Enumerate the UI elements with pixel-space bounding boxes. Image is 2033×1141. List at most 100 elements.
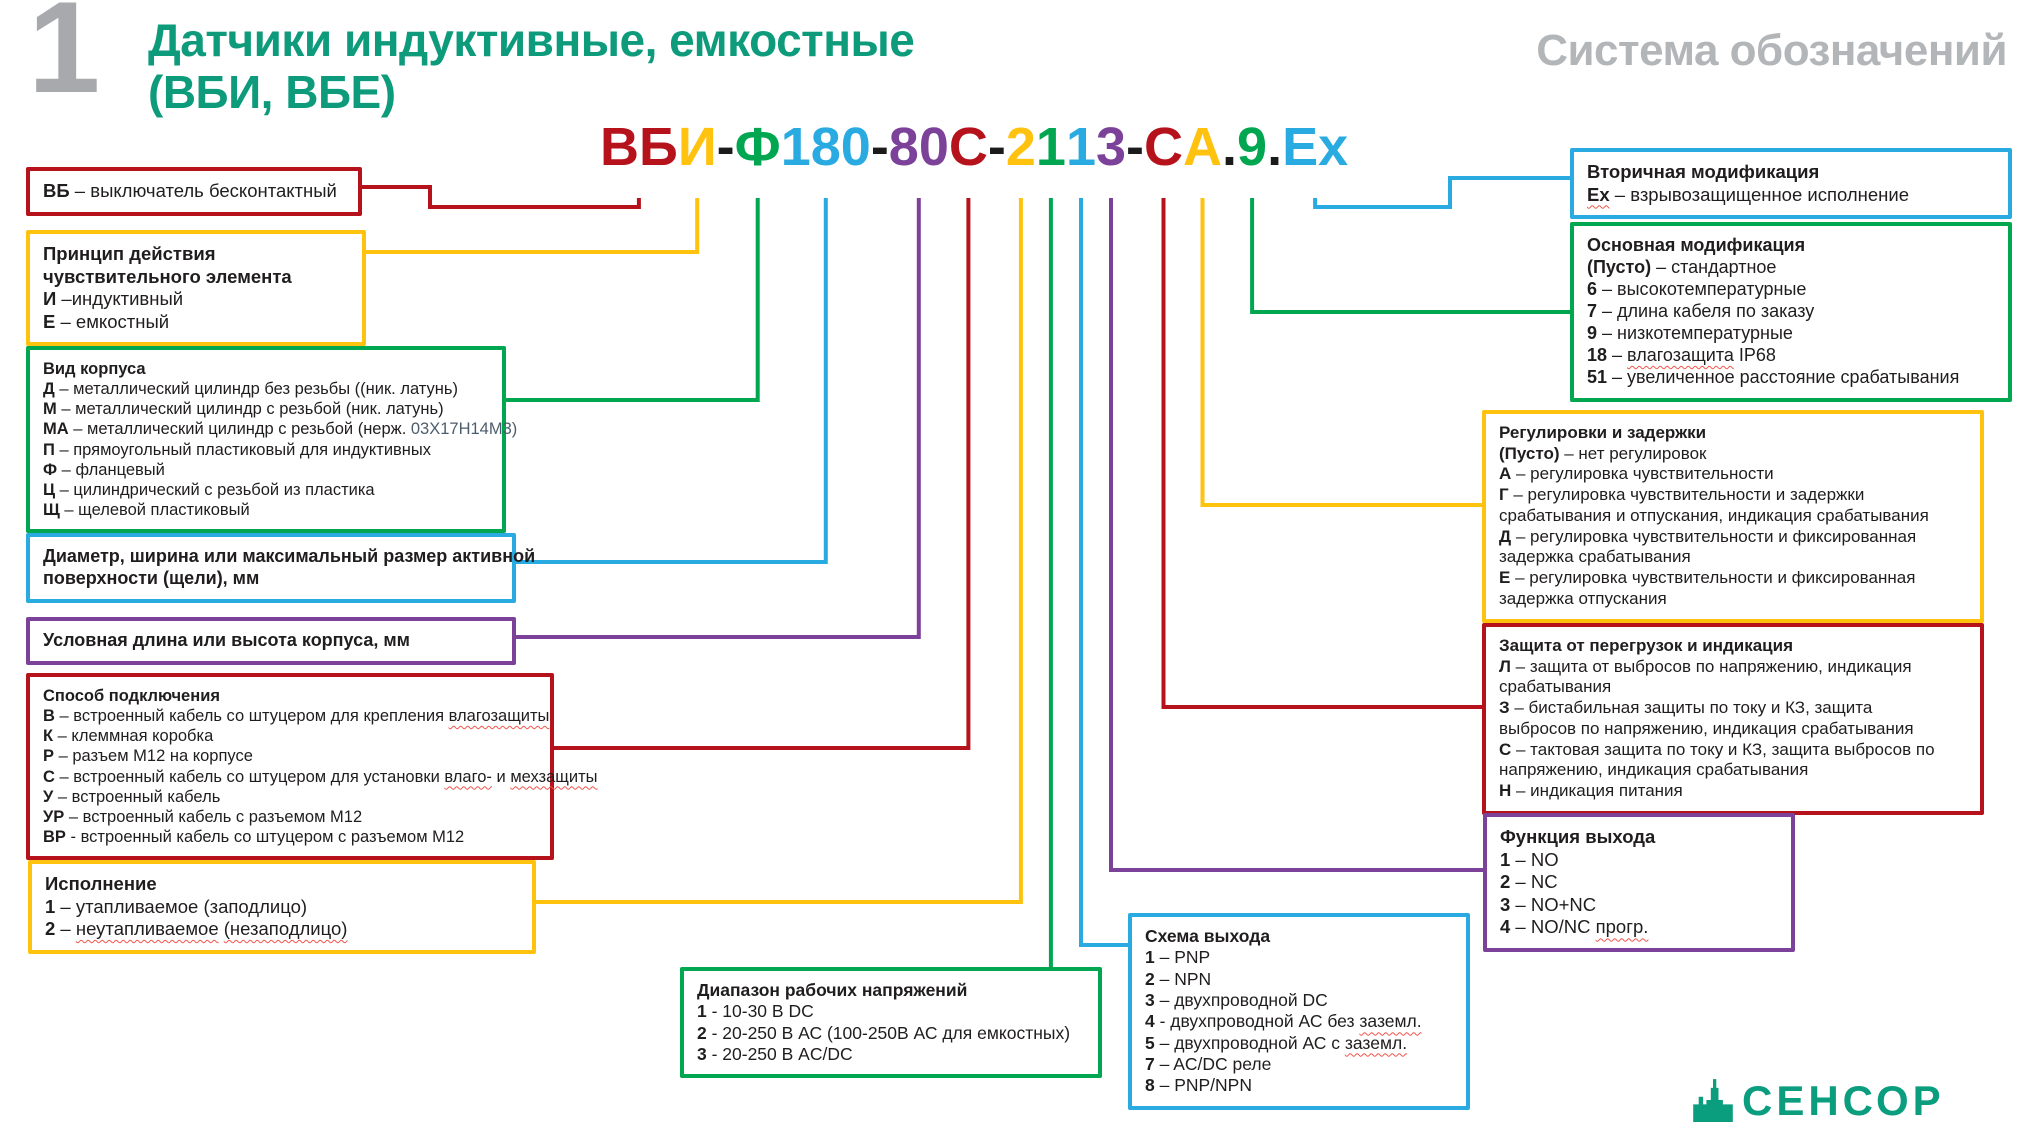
code-segment-10: 1 (1035, 117, 1066, 177)
spec-line: (Пусто) – стандартное (1587, 256, 1777, 277)
spec-line: 9 – низкотемпературные (1587, 322, 1793, 343)
spec-line: задержка отпускания (1499, 588, 1667, 608)
spec-box-diameter: Диаметр, ширина или максимальный размер … (26, 533, 536, 603)
spec-line: З – бистабильная защиты по току и КЗ, за… (1499, 698, 1873, 718)
code-segment-15: А (1183, 117, 1223, 177)
spec-line: В – встроенный кабель со штуцером для кр… (43, 707, 550, 726)
spec-line: 2 - 20-250 В АС (100-250В АС для емкостн… (697, 1022, 1071, 1043)
code-segment-13: - (1126, 117, 1145, 177)
spec-line: Диаметр, ширина или максимальный размер … (43, 546, 536, 566)
spec-line: МА – металлический цилиндр с резьбой (не… (43, 420, 518, 439)
spec-line: 1 – утапливаемое (заподлицо) (45, 895, 308, 917)
spec-line: С – встроенный кабель со штуцером для ус… (43, 767, 598, 786)
connector-seg-7 (530, 198, 971, 750)
spec-line: Функция выхода (1500, 826, 1656, 847)
spec-line: М – металлический цилиндр с резьбой (ник… (43, 400, 444, 419)
product-code: ВБИ-Ф180-80С-2113-СА.9.Ex (600, 117, 1349, 177)
spec-line: Схема выхода (1145, 926, 1271, 946)
connector-seg-14 (1161, 198, 1495, 709)
logo-text: СЕНСОР (1742, 1077, 1945, 1124)
connector-seg-3 (460, 198, 760, 402)
spec-box-length: Условная длина или высота корпуса, мм (26, 617, 516, 665)
spec-line: 7 – длина кабеля по заказу (1587, 300, 1815, 321)
code-segment-9: 2 (1005, 117, 1036, 177)
page-title-line1: Датчики индуктивные, емкостные (148, 14, 915, 66)
spec-line: К – клеммная коробка (43, 727, 214, 746)
spec-line: выбросов по напряжению, индикация срабат… (1499, 718, 1914, 738)
code-segment-2: - (716, 117, 735, 177)
code-segment-5: - (870, 117, 889, 177)
spec-line: 4 – NO/NC прогр. (1500, 916, 1649, 938)
spec-line: Вторичная модификация (1587, 161, 1820, 182)
spec-line: срабатывания и отпускания, индикация сра… (1499, 505, 1929, 525)
spec-line: Регулировки и задержки (1499, 423, 1707, 442)
connector-seg-4 (470, 198, 828, 564)
spec-line: А – регулировка чувствительности (1499, 464, 1774, 484)
page-title-line2: (ВБИ, ВБЕ) (148, 66, 396, 119)
spec-line: Д – металлический цилиндр без резьбы ((н… (43, 380, 458, 399)
spec-line: срабатывания (1499, 677, 1612, 697)
spec-line: Вид корпуса (43, 360, 146, 378)
connector-seg-19 (1313, 176, 1585, 209)
spec-line: 1 – NO (1500, 848, 1559, 870)
spec-line: 5 – двухпроводной АС с заземл. (1145, 1032, 1408, 1053)
spec-box-switch: ВБ – выключатель бесконтактный (26, 167, 362, 216)
spec-box-connection: Способ подключения В – встроенный кабель … (26, 673, 598, 860)
spec-line: 2 – NC (1500, 871, 1558, 893)
spec-line: ВР - встроенный кабель со штуцером с раз… (43, 827, 465, 846)
spec-line: П – прямоугольный пластиковый для индукт… (43, 440, 432, 459)
page-title: Датчики индуктивные, емкостные (ВБИ, ВБЕ… (148, 14, 915, 119)
spec-line: Основная модификация (1587, 235, 1806, 255)
spec-line: Е – емкостный (43, 310, 170, 332)
spec-line: Н – индикация питания (1499, 781, 1683, 801)
connector-seg-15 (1200, 198, 1495, 507)
code-segment-17: 9 (1237, 117, 1268, 177)
spec-line: 1 – PNP (1145, 947, 1211, 968)
connector-seg-9 (516, 198, 1023, 904)
connector-seg-12 (1109, 198, 1500, 872)
spec-line: поверхности (щели), мм (43, 567, 260, 588)
spec-line: И –индуктивный (43, 288, 184, 310)
spec-line: 2 – NPN (1145, 968, 1212, 989)
code-segment-3: Ф (734, 117, 781, 177)
code-segment-11: 1 (1065, 117, 1096, 177)
spec-line: задержка срабатывания (1499, 547, 1691, 567)
code-segment-14: С (1144, 117, 1184, 177)
code-segment-6: 80 (888, 117, 949, 177)
code-segment-0: ВБ (600, 117, 678, 177)
spec-line: Диапазон рабочих напряжений (697, 980, 968, 1000)
code-segment-18: . (1267, 117, 1283, 177)
spec-line: 3 – NO+NC (1500, 893, 1597, 915)
code-segment-19: Ex (1282, 117, 1349, 177)
spec-line: 2 – неутапливаемое (незаподлицо) (45, 918, 348, 940)
spec-line: Защита от перегрузок и индикация (1499, 636, 1794, 655)
connector-seg-11 (1079, 198, 1140, 947)
spec-line: Щ – щелевой пластиковый (43, 500, 250, 519)
spec-line: 51 – увеличенное расстояние срабатывания (1587, 366, 1960, 387)
factory-skyline-icon (1693, 1079, 1733, 1122)
spec-line: 1 - 10-30 В DC (697, 1001, 814, 1022)
connector-seg-17 (1250, 198, 1585, 314)
connector-seg-6 (470, 198, 921, 639)
spec-line: У – встроенный кабель (43, 787, 221, 806)
code-segment-4: 180 (780, 117, 871, 177)
spec-line: 4 - двухпроводной АС без заземл. (1145, 1011, 1422, 1032)
spec-line: Ф – фланцевый (43, 460, 165, 479)
spec-line: Принцип действия (43, 243, 216, 264)
spec-line: Р – разъем М12 на корпусе (43, 747, 253, 766)
spec-line: Д – регулировка чувствительности и фикси… (1499, 526, 1917, 546)
spec-line: 18 – влагозащита IP68 (1587, 344, 1776, 365)
spec-line: Способ подключения (43, 687, 220, 705)
spec-line: 6 – высокотемпературные (1587, 278, 1807, 299)
spec-line: напряжению, индикация срабатывания (1499, 760, 1809, 780)
spec-line: 3 – двухпроводной DC (1145, 990, 1328, 1011)
spec-line: Г – регулировка чувствительности и задер… (1499, 485, 1865, 505)
